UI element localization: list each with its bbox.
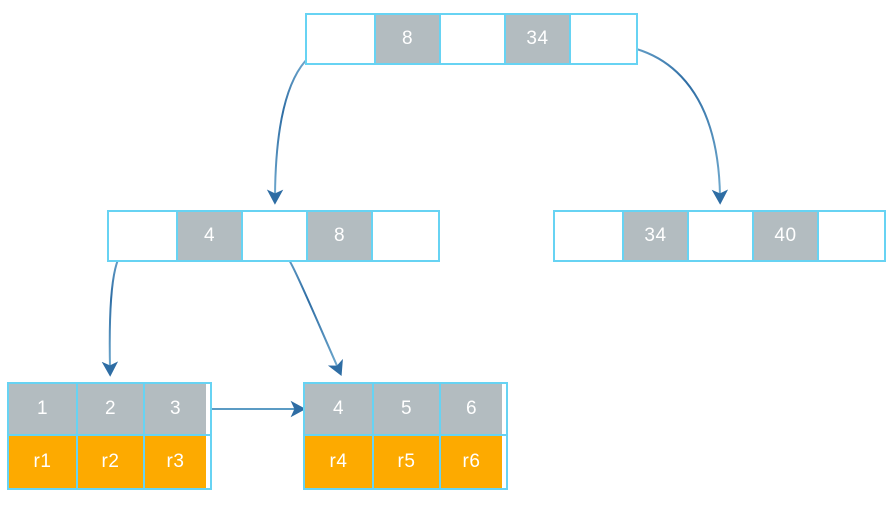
leaf-left-record-r2[interactable]: r2 xyxy=(76,436,143,488)
leaf-left-record-r3[interactable]: r3 xyxy=(143,436,206,488)
leaf-right-key-row: 4 5 6 xyxy=(305,384,506,436)
leaf-right-record-row: r4 r5 r6 xyxy=(305,436,506,488)
edge-root-to-internal-right xyxy=(595,42,729,205)
internal-left-pointer-0[interactable] xyxy=(109,212,176,260)
internal-node-right[interactable]: 34 40 xyxy=(553,210,886,262)
internal-left-pointer-1[interactable] xyxy=(243,212,306,260)
leaf-left-record-row: r1 r2 r3 xyxy=(9,436,210,488)
root-node[interactable]: 8 34 xyxy=(305,13,638,65)
edge-root-to-internal-left xyxy=(266,43,340,205)
root-pointer-2[interactable] xyxy=(571,15,636,63)
leaf-left-key-2[interactable]: 2 xyxy=(76,384,143,434)
leaf-right-key-4[interactable]: 4 xyxy=(305,384,372,434)
internal-node-left[interactable]: 4 8 xyxy=(107,210,440,262)
root-pointer-0[interactable] xyxy=(307,15,374,63)
internal-left-key-4[interactable]: 4 xyxy=(176,212,243,260)
leaf-right-record-r6[interactable]: r6 xyxy=(439,436,502,488)
internal-right-pointer-0[interactable] xyxy=(555,212,622,260)
internal-right-pointer-2[interactable] xyxy=(819,212,884,260)
internal-right-pointer-1[interactable] xyxy=(689,212,752,260)
leaf-node-right[interactable]: 4 5 6 r4 r5 r6 xyxy=(303,382,508,490)
leaf-right-record-r5[interactable]: r5 xyxy=(372,436,439,488)
root-key-8[interactable]: 8 xyxy=(374,15,441,63)
leaf-left-record-r1[interactable]: r1 xyxy=(9,436,76,488)
internal-right-key-34[interactable]: 34 xyxy=(622,212,689,260)
leaf-node-left[interactable]: 1 2 3 r1 r2 r3 xyxy=(7,382,212,490)
root-key-34[interactable]: 34 xyxy=(504,15,571,63)
leaf-left-key-row: 1 2 3 xyxy=(9,384,210,436)
internal-right-key-40[interactable]: 40 xyxy=(752,212,819,260)
internal-left-pointer-2[interactable] xyxy=(373,212,438,260)
internal-left-key-8[interactable]: 8 xyxy=(306,212,373,260)
leaf-left-key-3[interactable]: 3 xyxy=(143,384,206,434)
leaf-right-key-6[interactable]: 6 xyxy=(439,384,502,434)
root-pointer-1[interactable] xyxy=(441,15,504,63)
leaf-right-key-5[interactable]: 5 xyxy=(372,384,439,434)
leaf-right-record-r4[interactable]: r4 xyxy=(305,436,372,488)
leaf-left-key-1[interactable]: 1 xyxy=(9,384,76,434)
